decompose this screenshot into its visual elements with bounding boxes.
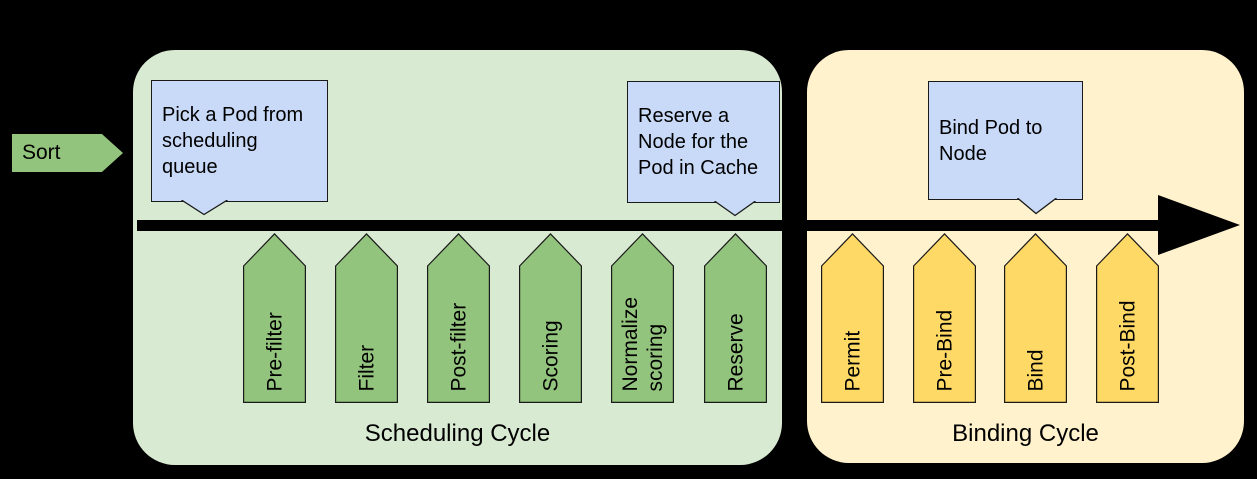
step-arrow-filter: Filter xyxy=(335,233,398,403)
sort-arrow: Sort xyxy=(12,134,123,172)
step-label: Post-Bind xyxy=(1116,299,1139,391)
timeline-bar xyxy=(137,220,1172,231)
callout-text: Reserve a Node for the Pod in Cache xyxy=(638,105,759,179)
callout-reserve-node: Reserve a Node for the Pod in Cache xyxy=(627,81,780,217)
arrow-up-icon xyxy=(243,233,306,403)
arrow-up-icon xyxy=(821,233,884,403)
step-label: Pre-filter xyxy=(263,311,286,391)
scheduling-cycle-label: Scheduling Cycle xyxy=(364,420,551,447)
arrow-up-icon xyxy=(427,233,490,403)
step-arrow-normalize-scoring: Normalize scoring xyxy=(611,233,674,403)
step-arrow-pre-filter: Pre-filter xyxy=(243,233,306,403)
step-arrow-post-bind: Post-Bind xyxy=(1096,233,1159,403)
arrow-up-icon xyxy=(335,233,398,403)
step-label: Normalize scoring xyxy=(618,296,667,391)
step-arrow-bind: Bind xyxy=(1004,233,1067,403)
step-label: Reserve xyxy=(724,312,747,391)
callout-text: Bind Pod to Node xyxy=(939,116,1043,165)
arrow-up-icon xyxy=(611,233,674,403)
step-label: Bind xyxy=(1024,348,1047,391)
step-label: Scoring xyxy=(539,319,562,391)
arrow-up-icon xyxy=(704,233,767,403)
sort-label: Sort xyxy=(22,141,61,164)
step-arrow-pre-bind: Pre-Bind xyxy=(913,233,976,403)
step-label: Permit xyxy=(841,330,864,391)
step-label: Pre-Bind xyxy=(933,309,956,391)
step-arrow-permit: Permit xyxy=(821,233,884,403)
arrow-up-icon xyxy=(519,233,582,403)
step-label: Filter xyxy=(355,344,378,391)
binding-cycle-label: Binding Cycle xyxy=(952,420,1099,447)
arrow-up-icon xyxy=(1096,233,1159,403)
arrow-up-icon xyxy=(1004,233,1067,403)
callout-pick-pod: Pick a Pod from scheduling queue xyxy=(151,80,328,216)
callout-tail-icon xyxy=(1017,198,1057,215)
callout-tail-icon xyxy=(714,201,756,217)
arrow-up-icon xyxy=(913,233,976,403)
step-arrow-post-filter: Post-filter xyxy=(427,233,490,403)
callout-tail-icon xyxy=(181,200,228,216)
step-label: Post-filter xyxy=(447,302,470,391)
step-arrow-scoring: Scoring xyxy=(519,233,582,403)
callout-text: Pick a Pod from scheduling queue xyxy=(162,104,304,178)
step-arrow-reserve: Reserve xyxy=(704,233,767,403)
callout-bind-pod: Bind Pod to Node xyxy=(928,81,1083,215)
